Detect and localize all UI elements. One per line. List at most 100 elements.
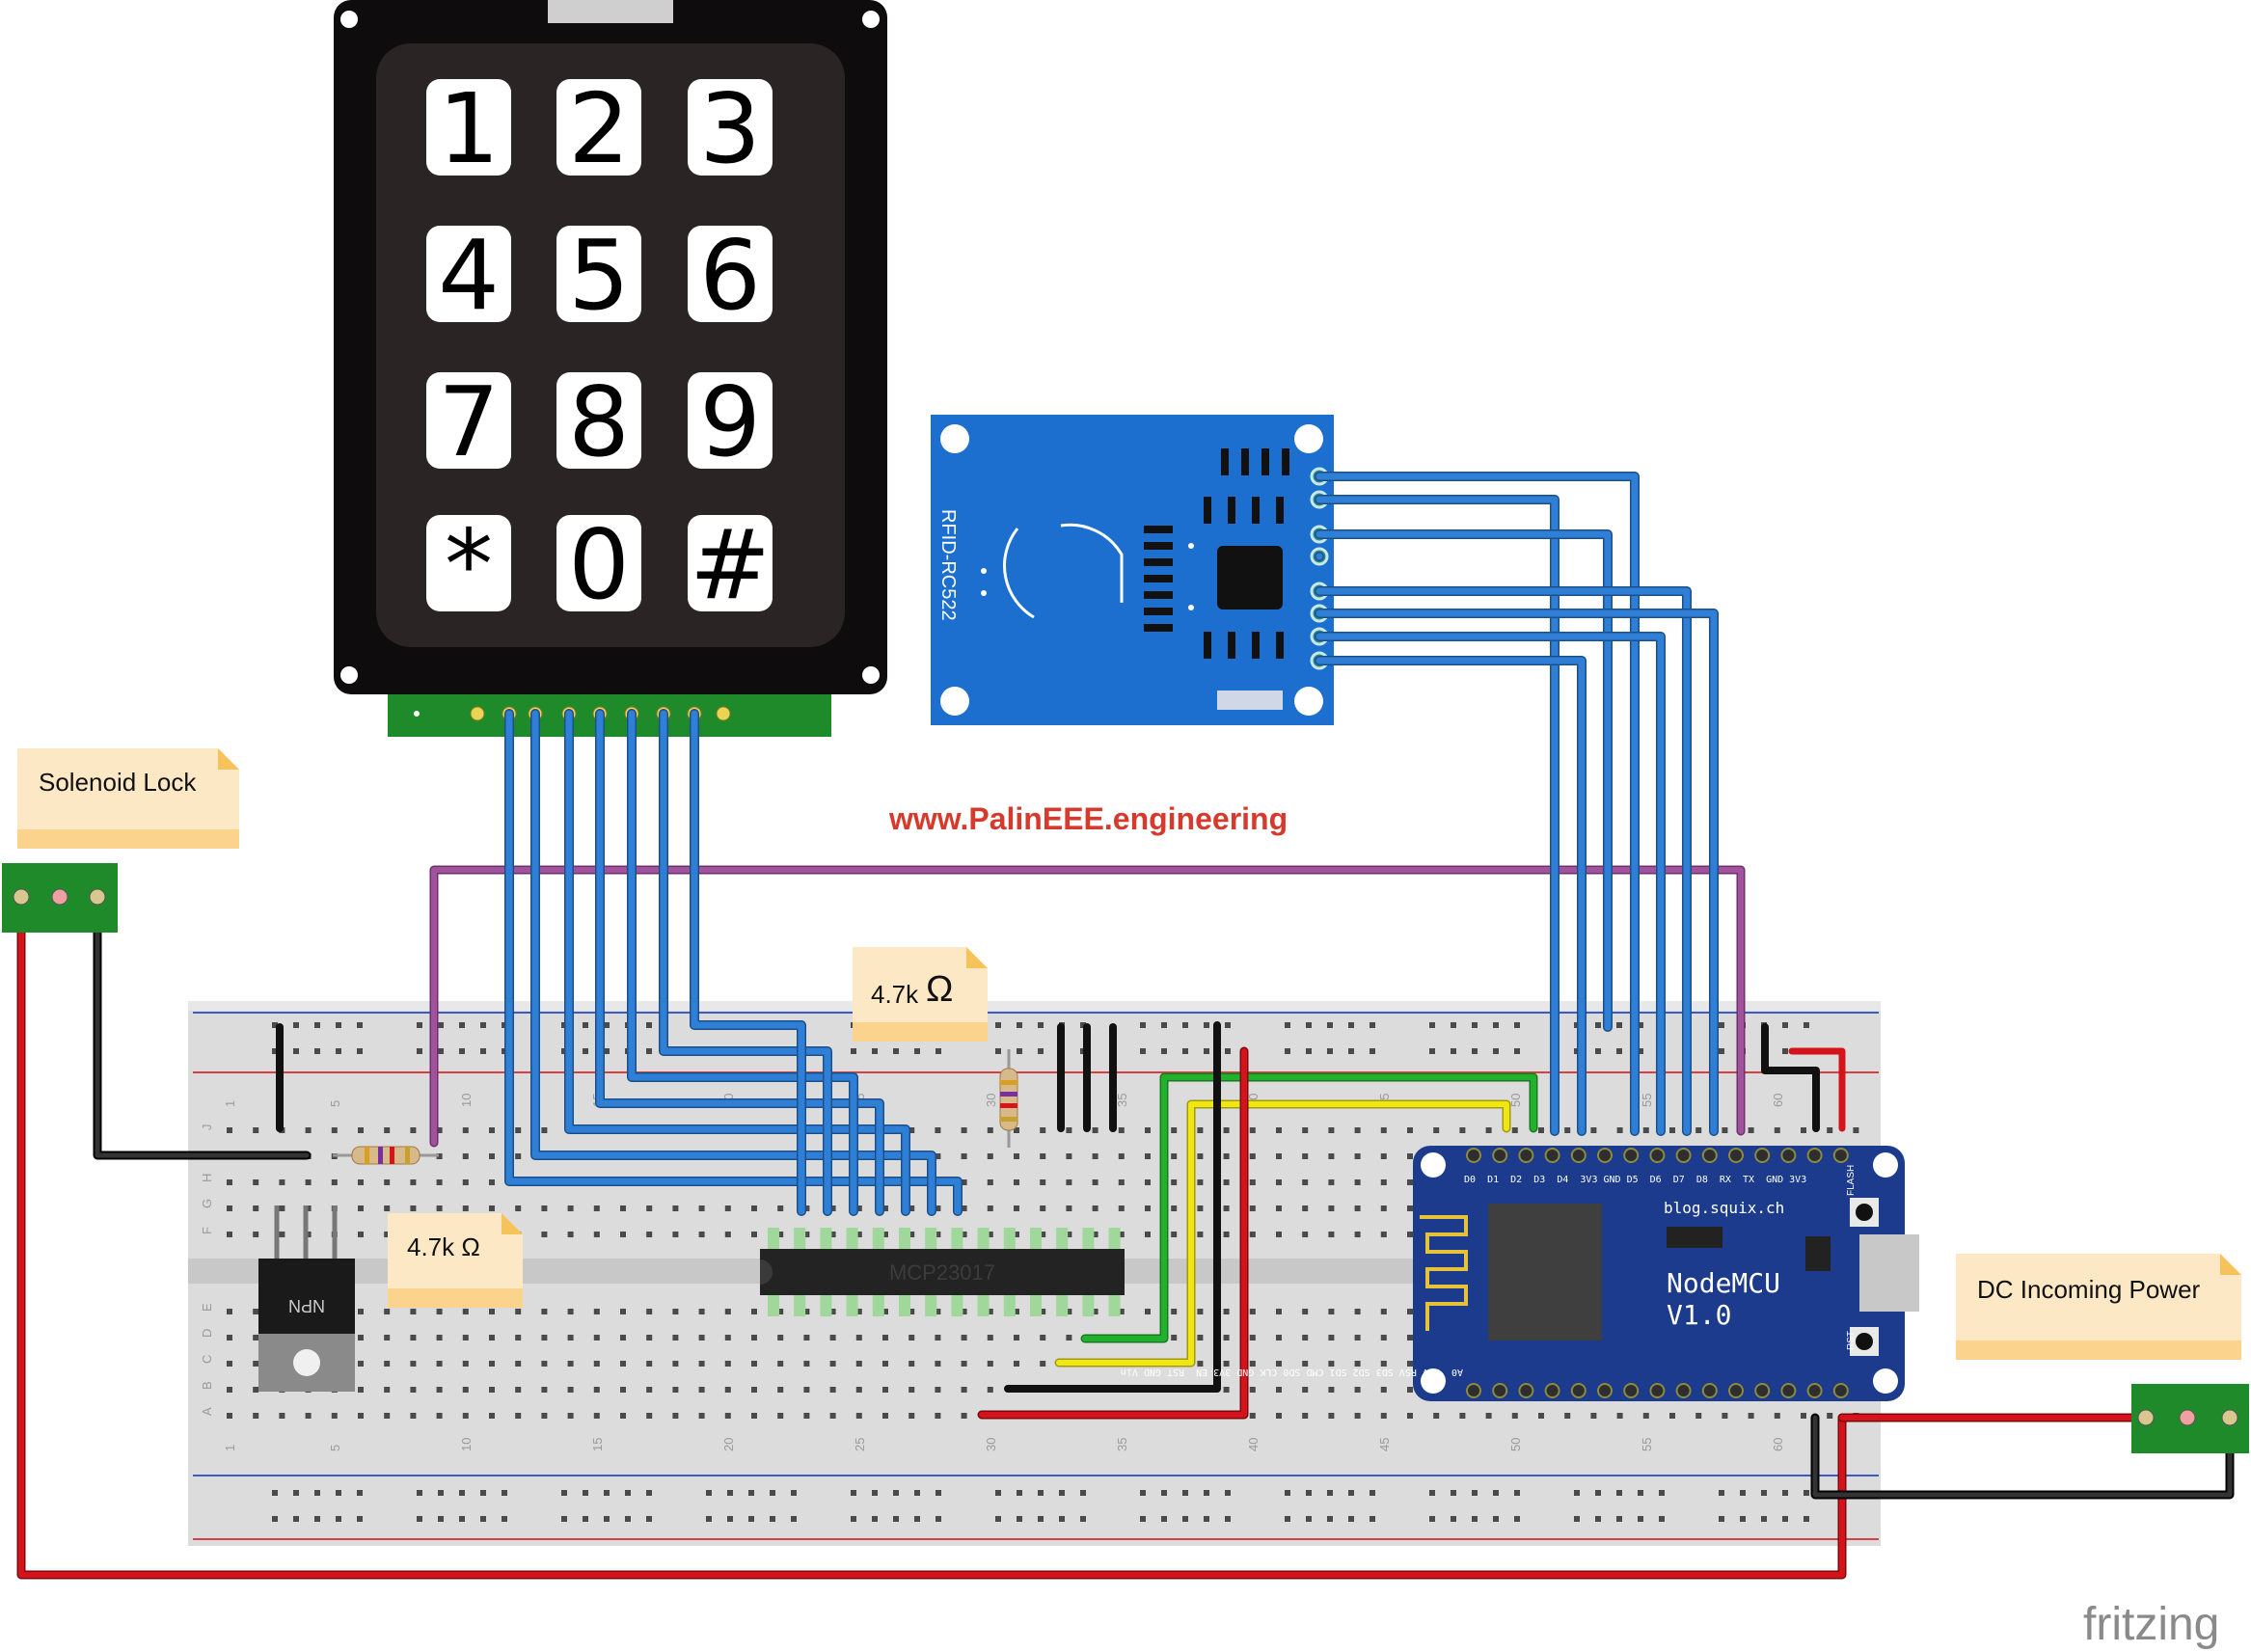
breadboard-hole — [410, 1413, 417, 1419]
rfid-smd-part — [1144, 575, 1173, 582]
breadboard-hole — [646, 1335, 653, 1341]
breadboard-hole — [1328, 1387, 1335, 1393]
breadboard-hole — [314, 1490, 320, 1496]
breadboard-hole — [384, 1413, 391, 1419]
breadboard-hole — [1801, 1413, 1806, 1419]
breadboard-hole — [1276, 1413, 1282, 1419]
breadboard-hole — [1285, 1022, 1290, 1028]
blue-wire — [1315, 657, 1586, 1135]
nodemcu-pin — [1492, 1383, 1508, 1398]
breadboard-hole — [358, 1127, 364, 1133]
breadboard-hole — [751, 1361, 757, 1367]
breadboard-hole — [1354, 1232, 1361, 1237]
nodemcu-pin — [1675, 1383, 1692, 1398]
breadboard-hole — [1659, 1490, 1665, 1496]
breadboard-hole — [1380, 1335, 1387, 1341]
breadboard-hole — [1328, 1127, 1335, 1133]
breadboard-hole — [1616, 1127, 1623, 1133]
breadboard-hole — [1145, 1205, 1151, 1211]
breadboard-hole — [459, 1516, 465, 1522]
nodemcu-pin — [1675, 1148, 1692, 1163]
breadboard-hole — [561, 1490, 567, 1496]
blue-wire — [1315, 496, 1559, 1135]
breadboard-hole — [1472, 1490, 1478, 1496]
rfid-smd-part — [1276, 497, 1284, 524]
breadboard-hole — [489, 1153, 495, 1159]
breadboard-hole — [1092, 1232, 1098, 1237]
breadboard-hole — [1485, 1413, 1492, 1419]
breadboard-hole — [1182, 1048, 1188, 1054]
breadboard-hole — [1118, 1179, 1125, 1185]
breadboard-hole — [751, 1413, 757, 1419]
breadboard-hole — [724, 1361, 731, 1367]
breadboard-hole — [417, 1516, 422, 1522]
breadboard-hole — [935, 1413, 941, 1419]
breadboard-hole — [1407, 1361, 1413, 1367]
breadboard-hole — [961, 1205, 967, 1211]
breadboard-hole — [1171, 1335, 1178, 1341]
breadboard-hole — [1197, 1232, 1204, 1237]
breadboard-hole — [1017, 1516, 1022, 1522]
breadboard-hole — [1145, 1232, 1151, 1237]
breadboard-row-letter: F — [200, 1227, 214, 1234]
breadboard-hole — [438, 1022, 444, 1028]
breadboard-column-number: 35 — [1115, 1094, 1129, 1107]
breadboard-hole — [961, 1335, 967, 1341]
breadboard-column-number: 55 — [1640, 1094, 1654, 1107]
breadboard-hole — [253, 1232, 259, 1237]
breadboard-hole — [672, 1413, 679, 1419]
ic-pin — [846, 1295, 858, 1316]
breadboard-hole — [625, 1490, 631, 1496]
nodemcu-flash-label: FLASH — [1846, 1165, 1857, 1196]
breadboard-hole — [567, 1387, 574, 1393]
breadboard-hole — [1145, 1153, 1151, 1159]
breadboard-hole — [515, 1153, 522, 1159]
breadboard-hole — [1197, 1309, 1204, 1314]
breadboard-hole — [1040, 1309, 1046, 1314]
ic-pin — [1108, 1295, 1121, 1316]
breadboard-hole — [770, 1490, 775, 1496]
breadboard-hole — [1638, 1048, 1643, 1054]
breadboard-hole — [751, 1232, 757, 1237]
breadboard-hole — [872, 1048, 878, 1054]
breadboard-hole — [515, 1413, 522, 1419]
breadboard-hole — [961, 1361, 967, 1367]
breadboard-hole — [777, 1361, 784, 1367]
breadboard-hole — [620, 1413, 626, 1419]
ic-pin — [768, 1295, 779, 1316]
breadboard-hole — [987, 1309, 993, 1314]
breadboard-hole — [561, 1516, 567, 1522]
breadboard-hole — [604, 1022, 610, 1028]
breadboard-hole — [227, 1179, 232, 1185]
breadboard-hole — [417, 1048, 422, 1054]
breadboard-hole — [909, 1309, 915, 1314]
breadboard-hole — [1276, 1387, 1282, 1393]
breadboard-hole — [1380, 1127, 1387, 1133]
breadboard-hole — [961, 1309, 967, 1314]
breadboard-hole — [1380, 1361, 1387, 1367]
nodemcu-pin — [1492, 1148, 1508, 1163]
breadboard-column-number: 25 — [853, 1438, 867, 1451]
blue-wire — [1315, 609, 1718, 1135]
nodemcu-pin — [1623, 1383, 1640, 1398]
breadboard-hole — [1328, 1309, 1335, 1314]
breadboard-hole — [1249, 1205, 1256, 1211]
nodemcu-top-pin-labels: D0 D1 D2 D3 D4 3V3 GND D5 D6 D7 D8 RX TX… — [1464, 1175, 1806, 1185]
breadboard-hole — [583, 1022, 588, 1028]
wires — [16, 472, 2235, 1580]
breadboard-hole — [698, 1387, 705, 1393]
breadboard-hole — [935, 1205, 941, 1211]
ic-pin — [1082, 1228, 1095, 1249]
breadboard-hole — [567, 1309, 574, 1314]
breadboard-hole — [1040, 1335, 1046, 1341]
breadboard-hole — [253, 1361, 259, 1367]
breadboard-hole — [1407, 1335, 1413, 1341]
nodemcu-pin — [1754, 1383, 1771, 1398]
breadboard-hole — [462, 1153, 469, 1159]
breadboard-hole — [1574, 1516, 1580, 1522]
breadboard-hole — [358, 1361, 364, 1367]
breadboard-hole — [961, 1179, 967, 1185]
breadboard-hole — [227, 1361, 232, 1367]
breadboard-hole — [882, 1361, 888, 1367]
breadboard-hole — [751, 1335, 757, 1341]
